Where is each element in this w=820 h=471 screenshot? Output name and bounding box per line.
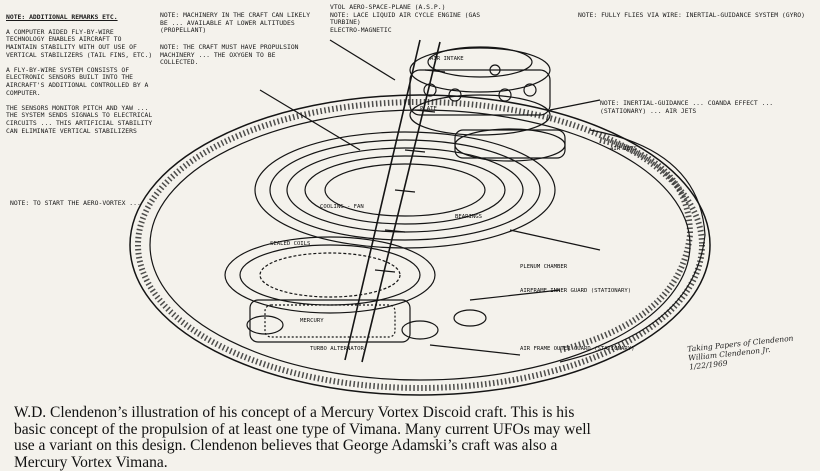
label-air-jets: AIR JETS <box>610 146 637 152</box>
note-title: NOTE: ADDITIONAL REMARKS ETC. <box>6 14 156 22</box>
note-machinery: NOTE: MACHINERY IN THE CRAFT CAN LIKELY … <box>160 12 315 35</box>
central-shaft <box>345 40 420 360</box>
label-turbo-alternator: TURBO ALTERNATOR <box>310 346 365 352</box>
label-sealed-coils: SEALED COILS <box>270 241 310 247</box>
label-cooling-fan: COOLING - FAN <box>320 204 364 210</box>
mercury-chamber <box>250 300 410 342</box>
note-handwritten-left: NOTE: TO START THE AERO-VORTEX ... <box>10 200 160 208</box>
note-item: A COMPUTER AIDED FLY-BY-WIRE TECHNOLOGY … <box>6 29 156 59</box>
caption-line: W.D. Clendenon’s illustration of his con… <box>14 405 814 422</box>
label-bearings: BEARINGS <box>455 214 482 220</box>
coanda-ring <box>455 129 565 161</box>
caption-line: basic concept of the propulsion of at le… <box>14 422 814 439</box>
caption-line: use a variant on this design. Clendenon … <box>14 438 814 455</box>
label-mercury: MERCURY <box>300 318 324 324</box>
note-propulsion: NOTE: THE CRAFT MUST HAVE PROPULSION MAC… <box>160 44 315 67</box>
note-item: THE SENSORS MONITOR PITCH AND YAW ... TH… <box>6 105 156 135</box>
label-plenum-chamber: PLENUM CHAMBER <box>520 264 568 270</box>
note-inertial-guidance: NOTE: INERTIAL-GUIDANCE ... COANDA EFFEC… <box>600 100 800 115</box>
note-fly-by-wire: NOTE: FULLY FLIES VIA WIRE: INERTIAL-GUI… <box>578 12 808 20</box>
note-item: A FLY-BY-WIRE SYSTEM CONSISTS OF ELECTRO… <box>6 67 156 97</box>
caption-line: Mercury Vortex Vimana. <box>14 455 814 471</box>
figure-caption: W.D. Clendenon’s illustration of his con… <box>14 405 814 471</box>
lower-turbine-housing <box>225 237 435 313</box>
label-airframe: AIRFRAME INNER GUARD (STATIONARY) <box>520 288 631 294</box>
note-top-left: NOTE: ADDITIONAL REMARKS ETC. A COMPUTER… <box>6 6 156 143</box>
label-plate: PLATE <box>420 106 437 112</box>
label-air-frame-outer: AIR FRAME OUTER GUARD (STATIONARY) <box>520 346 635 352</box>
note-vtol: VTOL AERO-SPACE-PLANE (A.S.P.) NOTE: LAC… <box>330 4 510 34</box>
label-air-intake: AIR INTAKE <box>430 56 464 62</box>
